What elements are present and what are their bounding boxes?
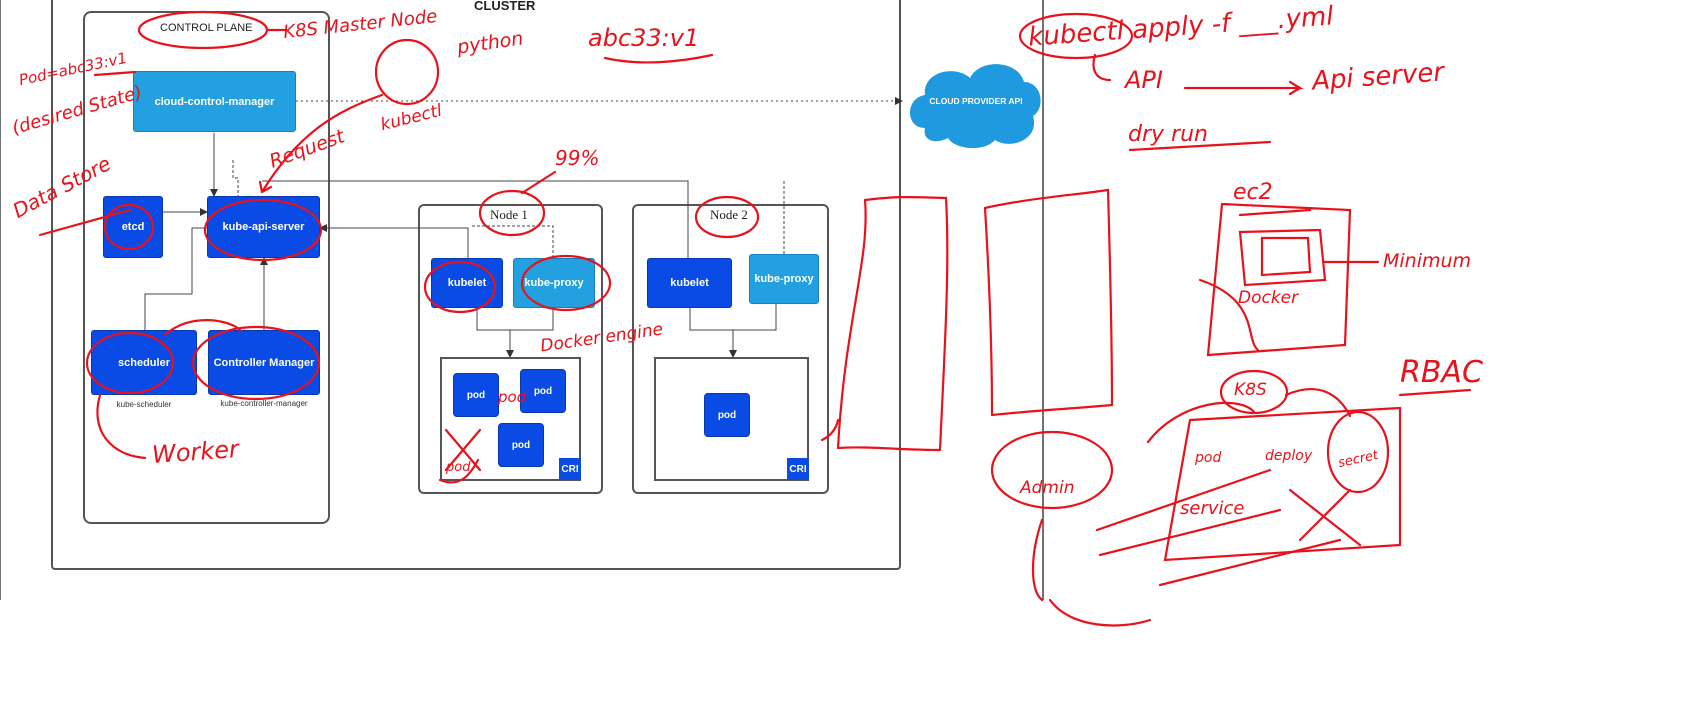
annotation-pod: pod bbox=[1195, 450, 1222, 466]
etcd-box: etcd bbox=[103, 196, 163, 258]
annotation-api-server: Api server bbox=[1311, 57, 1445, 97]
annotation-k8s: K8S bbox=[1234, 380, 1267, 400]
annotation-rbac: RBAC bbox=[1400, 355, 1483, 390]
cloud-provider-label: CLOUD PROVIDER API bbox=[929, 96, 1023, 106]
controller-manager-box: Controller Manager bbox=[208, 330, 320, 395]
kube-api-server-box: kube-api-server bbox=[207, 196, 320, 258]
annotation-ec2: ec2 bbox=[1233, 180, 1273, 205]
cluster-label: CLUSTER bbox=[474, 0, 536, 13]
annotation-deploy: deploy bbox=[1265, 448, 1313, 464]
annotation-admin: Admin bbox=[1020, 478, 1075, 498]
annotation-api: API bbox=[1125, 66, 1163, 94]
cloud-provider-cloud-shape bbox=[910, 64, 1041, 149]
annotation-dry-run: dry run bbox=[1128, 122, 1208, 147]
node-1-kubelet: kubelet bbox=[431, 258, 503, 308]
control-plane-label: CONTROL PLANE bbox=[160, 22, 253, 34]
annotation-pod-crossed: pod bbox=[446, 460, 471, 475]
cloud-control-manager-box: cloud-control-manager bbox=[133, 71, 296, 132]
annotation-kubectl-apply: kubectl apply -f ___.yml bbox=[1027, 1, 1335, 53]
annotation-service: service bbox=[1180, 498, 1245, 519]
node-2-pod: pod bbox=[704, 393, 750, 437]
node-2-label: Node 2 bbox=[710, 207, 748, 222]
node-2-kube-proxy: kube-proxy bbox=[749, 254, 819, 304]
annotation-image-tag: abc33:v1 bbox=[588, 24, 700, 52]
node-1-pod: pod bbox=[453, 373, 499, 417]
node-1-kube-proxy: kube-proxy bbox=[513, 258, 595, 308]
node-1-pod: pod bbox=[520, 369, 566, 413]
annotation-minimum: Minimum bbox=[1383, 250, 1472, 272]
scheduler-sublabel: kube-scheduler bbox=[116, 400, 172, 409]
annotation-docker: Docker bbox=[1238, 288, 1299, 308]
annotation-percent: 99% bbox=[555, 146, 600, 170]
node-1-pod: pod bbox=[498, 423, 544, 467]
annotation-secret: secret bbox=[1336, 447, 1380, 472]
node-2-kubelet: kubelet bbox=[647, 258, 732, 308]
node-1-cri-label: CRI bbox=[559, 458, 581, 480]
controller-manager-sublabel: kube-controller-manager bbox=[220, 399, 308, 408]
annotation-pod-small: pod bbox=[498, 388, 527, 406]
scheduler-box: scheduler bbox=[91, 330, 197, 395]
node-1-label: Node 1 bbox=[490, 207, 528, 222]
node-2-cri-label: CRI bbox=[787, 458, 809, 480]
